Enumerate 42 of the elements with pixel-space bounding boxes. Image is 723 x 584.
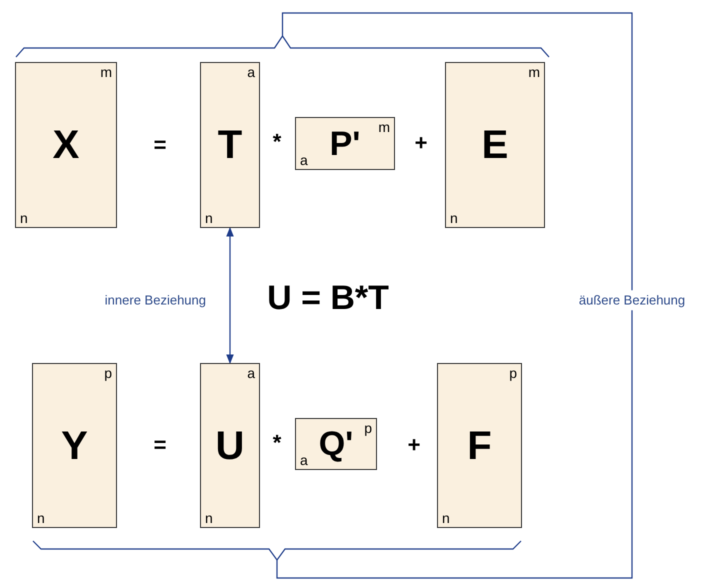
operator-sign: + — [414, 132, 428, 154]
dimension-index: n — [37, 511, 45, 525]
dimension-index: n — [205, 511, 213, 525]
operator-sign: = — [154, 434, 166, 456]
matrix-symbol: Y — [61, 426, 88, 466]
matrix-box — [200, 62, 260, 228]
operator-sign: * — [272, 131, 282, 153]
matrix-symbol: T — [218, 125, 242, 165]
matrix-symbol: P' — [330, 126, 360, 160]
dimension-index: a — [247, 65, 255, 79]
dimension-index: m — [100, 65, 112, 79]
dimension-index: n — [20, 211, 28, 225]
matrix-box — [32, 363, 117, 528]
matrix-box — [445, 62, 545, 228]
dimension-index: p — [509, 366, 517, 380]
matrix-box — [437, 363, 522, 528]
matrix-symbol: Q' — [318, 427, 354, 461]
dimension-index: m — [378, 120, 390, 134]
equation-text: U = B*T — [267, 281, 389, 315]
matrix-symbol: U — [216, 426, 244, 466]
matrix-box — [295, 117, 395, 170]
matrix-symbol: F — [467, 426, 492, 466]
operator-sign: = — [154, 134, 166, 156]
matrix-box — [200, 363, 260, 528]
operator-sign: + — [408, 434, 420, 456]
edge-label: äußere Beziehung — [576, 290, 688, 310]
matrix-box — [295, 418, 377, 470]
matrix-box — [15, 62, 117, 228]
dimension-index: n — [450, 211, 458, 225]
matrix-symbol: X — [52, 125, 80, 165]
dimension-index: n — [442, 511, 450, 525]
connector-line — [276, 12, 633, 579]
dimension-index: m — [528, 65, 540, 79]
dimension-index: a — [300, 153, 308, 167]
dimension-index: a — [247, 366, 255, 380]
double-arrow — [226, 227, 234, 364]
operator-sign: * — [272, 432, 282, 454]
dimension-index: p — [364, 421, 372, 435]
dimension-index: a — [300, 453, 308, 467]
matrix-symbol: E — [482, 125, 508, 165]
dimension-index: n — [205, 211, 213, 225]
dimension-index: p — [104, 366, 112, 380]
